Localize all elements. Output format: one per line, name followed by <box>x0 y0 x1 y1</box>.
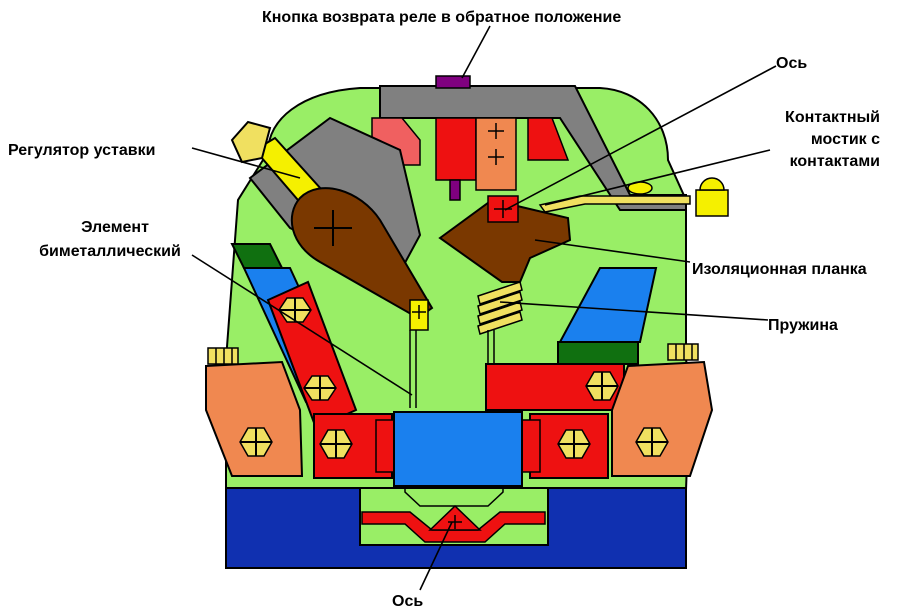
left-bar-nut-1 <box>278 297 312 323</box>
reset-button <box>435 75 471 89</box>
setpoint-screw-head <box>230 120 272 164</box>
leader-insulation-plate <box>534 239 691 263</box>
right-terminal-cap <box>699 177 725 191</box>
label-bimetal-1: Элемент <box>81 219 149 236</box>
top-red-contact-left <box>435 117 477 181</box>
bottom-right-nut <box>557 429 591 459</box>
bottom-spring-wire <box>404 470 504 507</box>
leader-bimetal <box>191 254 413 396</box>
right-orange-terminal <box>611 360 714 477</box>
label-axis-top: Ось <box>776 55 807 72</box>
left-orange-terminal <box>205 360 304 477</box>
bimetal-strip <box>409 330 495 408</box>
label-contact-bridge-1: Контактный <box>785 109 880 126</box>
right-orange-nut <box>635 427 669 457</box>
leader-setpoint-regulator <box>191 147 301 179</box>
label-bimetal-2: биметаллический <box>39 243 181 260</box>
right-terminal-block <box>695 189 729 217</box>
label-insulation-plate: Изоляционная планка <box>692 261 867 278</box>
leader-spring <box>499 301 769 321</box>
spring <box>477 281 523 335</box>
right-top-screw <box>667 343 699 361</box>
right-bar-nut <box>585 371 619 401</box>
label-axis-bottom: Ось <box>392 593 423 610</box>
label-reset-button: Кнопка возврата реле в обратное положени… <box>262 9 621 26</box>
label-contact-bridge-2: мостик с <box>811 131 880 148</box>
leader-contact-bridge <box>544 149 771 206</box>
bottom-left-nut <box>319 429 353 459</box>
leader-axis-bottom <box>419 521 453 591</box>
lever-pivot-cross <box>412 305 426 319</box>
axis-cross-top <box>494 200 512 218</box>
top-purple-pin <box>449 179 461 201</box>
label-contact-bridge-3: контактами <box>790 153 880 170</box>
axis-cross-bottom <box>448 515 462 529</box>
heater-block <box>393 411 523 487</box>
leader-axis-top <box>504 65 777 211</box>
left-bar-nut-2 <box>303 375 337 401</box>
right-blue-plate <box>558 267 658 343</box>
leader-reset-button <box>461 25 491 79</box>
top-red-contact-right <box>527 117 570 161</box>
top-contact-cross-1 <box>488 123 504 139</box>
label-spring: Пружина <box>768 317 838 334</box>
label-setpoint-regulator: Регулятор уставки <box>8 142 155 159</box>
top-contact-cross-2 <box>488 149 504 165</box>
right-green-strip <box>557 341 639 365</box>
lever-cross <box>314 210 352 246</box>
left-top-screw <box>207 347 239 365</box>
left-orange-nut <box>239 427 273 457</box>
brown-lever <box>290 187 434 320</box>
